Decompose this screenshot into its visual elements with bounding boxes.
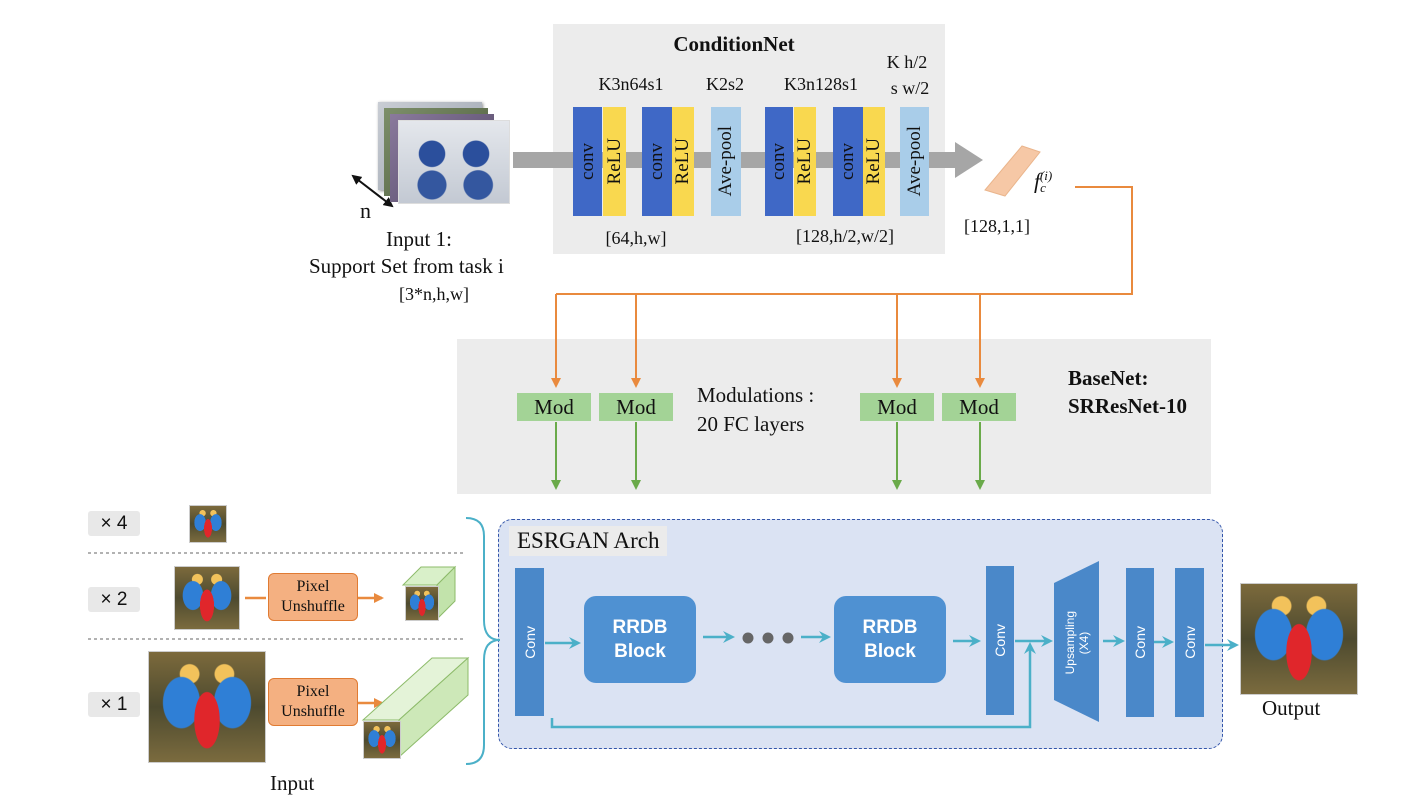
input1-subtitle: Support Set from task i xyxy=(309,254,504,278)
spec-k3n64s1: K3n64s1 xyxy=(598,74,664,94)
cond-relu-3: ReLU xyxy=(794,107,816,216)
modulations-line-1: Modulations : xyxy=(697,383,815,407)
spec-kh2: K h/2 xyxy=(886,52,928,72)
n-axis-arrow xyxy=(351,174,394,208)
basenet-name-1: BaseNet: xyxy=(1068,366,1149,390)
mod-2: Mod xyxy=(599,393,673,421)
ellipsis-dot-3 xyxy=(782,632,794,644)
feature-vector xyxy=(984,145,1041,197)
mandrill-x2-unshuffled xyxy=(405,586,439,621)
esr-conv-mid: Conv xyxy=(986,566,1014,715)
skip-connection xyxy=(550,642,1036,729)
modulations-line-2: 20 FC layers xyxy=(697,412,805,436)
scale-x2: × 2 xyxy=(88,587,140,612)
cond-conv-3: conv xyxy=(765,107,793,216)
basenet-name-2: SRResNet-10 xyxy=(1068,394,1187,418)
spec-k3n128s1: K3n128s1 xyxy=(783,74,858,94)
mandrill-x2-image xyxy=(174,566,240,630)
dims-128h2w2: [128,h/2,w/2] xyxy=(796,226,894,246)
mandrill-x1-image xyxy=(148,651,266,763)
input1-dims: [3*n,h,w] xyxy=(399,284,469,304)
cond-relu-1: ReLU xyxy=(603,107,626,216)
input-label: Input xyxy=(270,771,315,795)
cond-relu-2: ReLU xyxy=(672,107,694,216)
trunk-arrow-head xyxy=(955,142,983,178)
x2-prism xyxy=(401,565,457,621)
mod-1: Mod xyxy=(517,393,591,421)
ellipsis-dot-2 xyxy=(762,632,774,644)
cond-avepool-1: Ave-pool xyxy=(711,107,741,216)
mandrill-x4-image xyxy=(189,505,227,543)
output-label: Output xyxy=(1262,696,1321,720)
n-label: n xyxy=(360,198,371,223)
cond-conv-4: conv xyxy=(833,107,863,216)
input-brace xyxy=(465,517,501,765)
feature-label: fc(i) xyxy=(1034,168,1053,195)
cond-relu-4: ReLU xyxy=(863,107,885,216)
dims-12811: [128,1,1] xyxy=(964,216,1030,236)
conditionnet-title: ConditionNet xyxy=(673,32,795,56)
mandrill-x1-unshuffled xyxy=(363,721,401,759)
cond-conv-2: conv xyxy=(642,107,672,216)
input1-title: Input 1: xyxy=(386,227,452,251)
upsampling-label: Upsampling(X4) xyxy=(1063,611,1091,675)
mod-3: Mod xyxy=(860,393,934,421)
cond-conv-1: conv xyxy=(573,107,602,216)
scale-x1: × 1 xyxy=(88,692,140,717)
ellipsis-dot-1 xyxy=(742,632,754,644)
esrgan-title: ESRGAN Arch xyxy=(509,526,668,556)
spec-k2s2: K2s2 xyxy=(705,74,744,94)
esr-conv-out-2: Conv xyxy=(1175,568,1204,717)
mod-4: Mod xyxy=(942,393,1016,421)
upsampling-block xyxy=(1054,561,1099,722)
spec-sw2: s w/2 xyxy=(890,78,930,98)
mandrill-output-image xyxy=(1240,583,1358,695)
cond-avepool-2: Ave-pool xyxy=(900,107,929,216)
support-set-image-stack xyxy=(378,98,510,206)
scale-x4: × 4 xyxy=(88,511,140,536)
esr-conv-out-1: Conv xyxy=(1126,568,1154,717)
condition-route-line xyxy=(556,186,1133,295)
dims-64hw: [64,h,w] xyxy=(605,228,667,248)
esr-conv-in: Conv xyxy=(515,568,544,716)
